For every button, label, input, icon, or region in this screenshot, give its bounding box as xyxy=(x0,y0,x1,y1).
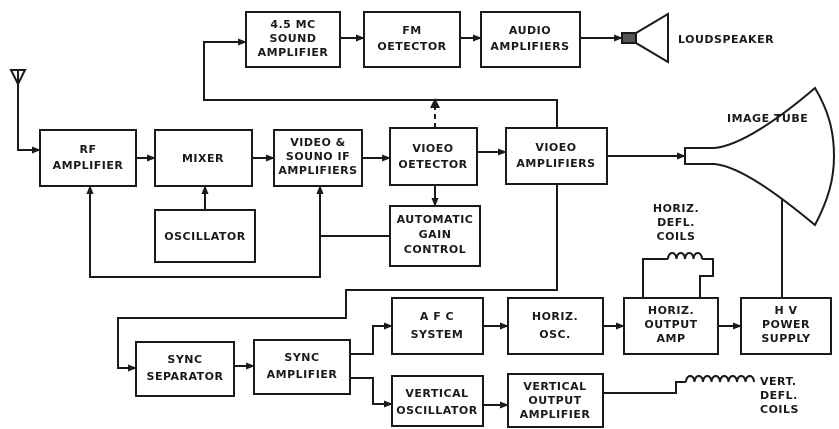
block-text: AMPLIFIER xyxy=(520,408,591,421)
block-text: VIOEO xyxy=(412,142,453,155)
vert-coils-label: COILS xyxy=(760,403,799,416)
block-oscillator: OSCILLATOR xyxy=(154,209,256,263)
block-text: OSC. xyxy=(539,328,571,341)
block-text: SUPPLY xyxy=(761,332,811,345)
block-text: SYNC xyxy=(284,351,319,364)
block-text: VIDEO & xyxy=(290,136,346,149)
block-text: SYNC xyxy=(167,353,202,366)
block-sound-amplifier: 4.5 MC SOUND AMPLIFIER xyxy=(245,11,341,68)
vert-coils-label: DEFL. xyxy=(760,389,798,402)
wire-horizoutput-coils xyxy=(642,258,668,298)
block-text: SOUND xyxy=(269,32,316,45)
block-video-sound-if: VIDEO & SOUNO IF AMPLIFIERS xyxy=(273,129,363,187)
block-afc-system: A F C SYSTEM xyxy=(391,297,484,355)
block-text: AMP xyxy=(656,332,685,345)
block-text: AMPLIFIER xyxy=(53,159,124,172)
block-text: HORIZ. xyxy=(532,310,578,323)
antenna-lead xyxy=(17,82,41,154)
block-text: AMPLIFIER xyxy=(258,46,329,59)
block-text: OETECTOR xyxy=(377,40,446,53)
block-text: AUTOMATIC xyxy=(397,213,474,226)
block-text: SEPARATOR xyxy=(147,370,224,383)
block-text: 4.5 MC xyxy=(270,18,315,31)
block-sync-amplifier: SYNC AMPLIFIER xyxy=(253,339,351,395)
block-text: SOUNO IF xyxy=(286,150,350,163)
block-text: OETECTOR xyxy=(398,158,467,171)
block-text: CONTROL xyxy=(404,243,466,256)
connections xyxy=(17,34,786,409)
block-horiz-output-amp: HORIZ. OUTPUT AMP xyxy=(623,297,719,355)
block-text: AMPLIFIERS xyxy=(516,157,595,170)
block-text: OSCILLATOR xyxy=(396,404,477,417)
block-text: AMPLIFIERS xyxy=(278,164,357,177)
block-sync-separator: SYNC SEPARATOR xyxy=(135,341,235,397)
block-hv-power-supply: H V POWER SUPPLY xyxy=(740,297,832,355)
block-agc: AUTOMATIC GAIN CONTROL xyxy=(389,205,481,267)
vert-coils-label: VERT. xyxy=(760,375,797,388)
block-text: POWER xyxy=(762,318,810,331)
wire-videoamp-sound xyxy=(203,38,558,128)
block-video-detector: VIOEO OETECTOR xyxy=(389,127,478,186)
block-text: MIXER xyxy=(182,152,224,165)
block-video-amplifiers: VIOEO AMPLIFIERS xyxy=(505,127,608,185)
block-text: OUTPUT xyxy=(644,318,697,331)
block-text: HORIZ. xyxy=(648,304,694,317)
block-text: RF xyxy=(80,143,97,156)
loudspeaker-label: LOUDSPEAKER xyxy=(678,33,774,46)
image-tube-icon xyxy=(684,86,836,227)
block-audio-amplifiers: AUDIO AMPLIFIERS xyxy=(480,11,581,68)
block-text: VIOEO xyxy=(535,141,576,154)
wire-vertoutput-coils xyxy=(603,381,686,394)
block-text: VERTICAL xyxy=(405,387,468,400)
block-text: AUDIO xyxy=(509,24,551,37)
block-mixer: MIXER xyxy=(154,129,253,187)
wire-syncamp-afc xyxy=(350,322,393,355)
block-text: FM xyxy=(402,24,421,37)
block-text: GAIN xyxy=(419,228,452,241)
image-tube-label: IMAGE TUBE xyxy=(727,112,808,125)
antenna-icon xyxy=(9,69,27,87)
block-vertical-oscillator: VERTICAL OSCILLATOR xyxy=(391,375,484,427)
block-text: VERTICAL xyxy=(523,380,586,393)
wire-horizcoils-return xyxy=(699,258,714,298)
block-text: H V xyxy=(774,304,797,317)
wire-agc-if xyxy=(316,185,390,237)
wire-agc-rf xyxy=(86,185,321,278)
block-text: OUTPUT xyxy=(528,394,581,407)
block-text: AMPLIFIERS xyxy=(490,40,569,53)
block-vertical-output: VERTICAL OUTPUT AMPLIFIER xyxy=(507,373,604,428)
horiz-coils-label: DEFL. xyxy=(657,216,695,229)
block-rf-amplifier: RF AMPLIFIER xyxy=(39,129,137,187)
dashed-arrowhead xyxy=(430,98,440,108)
loudspeaker-icon xyxy=(621,12,669,64)
block-horiz-osc: HORIZ. OSC. xyxy=(507,297,604,355)
block-text: AMPLIFIER xyxy=(267,368,338,381)
block-text: OSCILLATOR xyxy=(164,230,245,243)
horiz-coils-label: COILS xyxy=(657,230,696,243)
block-fm-detector: FM OETECTOR xyxy=(363,11,461,68)
wire-videoamp-sync xyxy=(117,184,558,372)
vert-coils-icon xyxy=(685,375,755,383)
horiz-coils-label: HORIZ. xyxy=(653,202,699,215)
block-text: SYSTEM xyxy=(411,328,464,341)
horiz-coils-icon xyxy=(667,252,703,260)
block-text: A F C xyxy=(420,310,454,323)
blocks: 4.5 MC SOUND AMPLIFIER FM OETECTOR AUDIO… xyxy=(39,11,832,428)
wire-syncamp-vertosc xyxy=(350,377,393,408)
